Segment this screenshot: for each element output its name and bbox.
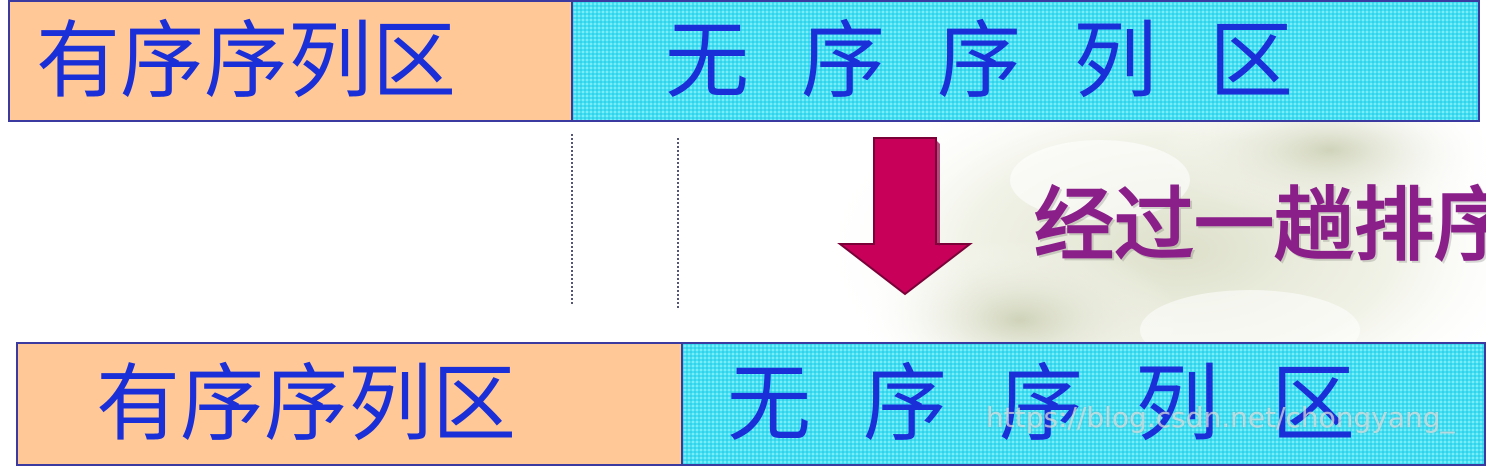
down-arrow-icon	[837, 137, 973, 296]
unordered-region-label: 无序序列区	[727, 355, 1408, 453]
sequence-bar-after: 有序序列区 无序序列区	[16, 342, 1486, 466]
unordered-region-label: 无序序列区	[665, 12, 1346, 110]
ordered-region: 有序序列区	[16, 342, 683, 466]
boundary-guide-line	[571, 134, 573, 304]
boundary-guide-line	[677, 138, 679, 308]
ordered-region-label: 有序序列区	[96, 355, 517, 453]
unordered-region: 无序序列区	[573, 0, 1480, 122]
step-caption: 经过一趟排序	[1034, 179, 1486, 272]
unordered-region: 无序序列区	[683, 342, 1486, 466]
watermark-url: https://blog.csdn.net/chongyang_	[986, 401, 1455, 434]
ordered-region: 有序序列区	[8, 0, 573, 122]
sequence-bar-before: 有序序列区 无序序列区	[8, 0, 1480, 122]
ordered-region-label: 有序序列区	[36, 12, 457, 110]
